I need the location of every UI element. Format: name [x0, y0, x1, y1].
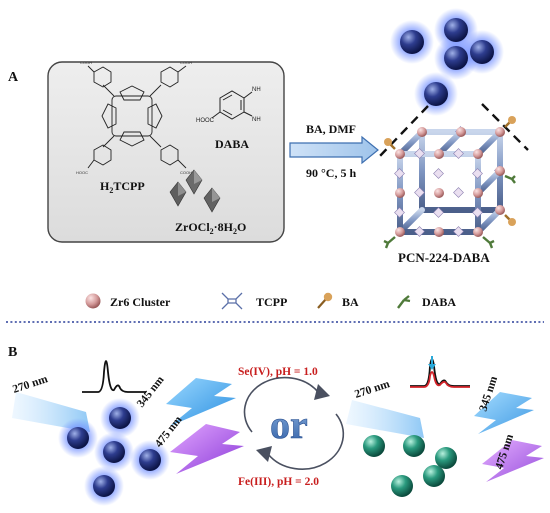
svg-text:BA: BA: [342, 295, 359, 309]
reaction-arrow: [289, 135, 379, 165]
condition-se: Se(IV), pH = 1.0: [238, 366, 318, 378]
mof-particle: [470, 40, 494, 64]
or-word: or: [270, 402, 308, 447]
mof-particle-cluster: [390, 8, 504, 116]
zoom-line-left: [377, 105, 429, 159]
condition-temp-time: 90 °C, 5 h: [306, 166, 356, 180]
daba-structure: [211, 90, 253, 120]
svg-text:DABA: DABA: [422, 295, 456, 309]
legend-item-ba: BA: [317, 292, 359, 309]
legend: Zr6 Cluster TCPP BA DABA: [85, 292, 456, 310]
svg-text:COOH: COOH: [180, 60, 192, 65]
daba-label: DABA: [215, 137, 249, 151]
cycle-arrowhead-top: [314, 384, 330, 400]
left-emission-bolt-purple: [170, 424, 244, 474]
daba-nh2-top: NH: [252, 87, 261, 93]
left-particle-cluster: [58, 398, 170, 506]
mof-particle: [400, 30, 424, 54]
right-emission-bolt-purple: [482, 440, 544, 482]
svg-text:Zr6 Cluster: Zr6 Cluster: [110, 295, 171, 309]
mof-particle: [444, 46, 468, 70]
zrocl2-crystals-icon: [169, 169, 221, 213]
condition-fe: Fe(III), pH = 2.0: [238, 476, 319, 488]
svg-text:TCPP: TCPP: [256, 295, 287, 309]
panel-b-label: B: [8, 345, 17, 360]
right-particle-cluster: [363, 435, 457, 497]
svg-text:HOOC: HOOC: [76, 170, 88, 175]
mof-particle: [424, 82, 448, 106]
mof-particle: [444, 18, 468, 42]
zr6-cluster-icon: [85, 293, 101, 309]
left-excitation-label: 270 nm: [11, 373, 49, 396]
tcpp-linker-icon: [221, 292, 243, 310]
cooh-tags: COOH COOH HOOC COOH: [76, 60, 192, 175]
h2tcpp-structure: [87, 65, 187, 169]
cycle-arrowhead-bottom: [256, 446, 272, 462]
right-emission-bolt-blue: [474, 392, 534, 434]
left-emission-bolt-blue: [166, 378, 236, 426]
condition-solvent: BA, DMF: [306, 122, 356, 136]
right-excitation-beam: [346, 400, 424, 438]
svg-text:COOH: COOH: [80, 60, 92, 65]
cycle-arrows-icon: [243, 376, 345, 470]
daba-icon: [397, 295, 411, 309]
reactant-box: [47, 61, 285, 243]
zrocl2-label: ZrOCl2·8H2O: [175, 220, 246, 236]
legend-item-tcpp: TCPP: [221, 292, 287, 310]
legend-item-daba: DABA: [397, 295, 456, 309]
svg-text:COOH: COOH: [180, 170, 192, 175]
right-spectrum-before: [410, 358, 470, 387]
left-emission-spectrum: [82, 360, 146, 393]
framework-cube: [383, 116, 516, 249]
daba-nh2-mid: NH: [252, 117, 261, 123]
right-excitation-label: 270 nm: [353, 378, 391, 401]
right-spectrum-after: [410, 371, 470, 388]
panel-a-label: A: [8, 70, 19, 85]
legend-item-zr6: Zr6 Cluster: [85, 293, 171, 309]
daba-acid: HOOC: [196, 118, 215, 124]
ba-icon: [317, 292, 333, 309]
product-label: PCN-224-DABA: [398, 250, 490, 265]
h2tcpp-label: H2TCPP: [100, 179, 145, 195]
